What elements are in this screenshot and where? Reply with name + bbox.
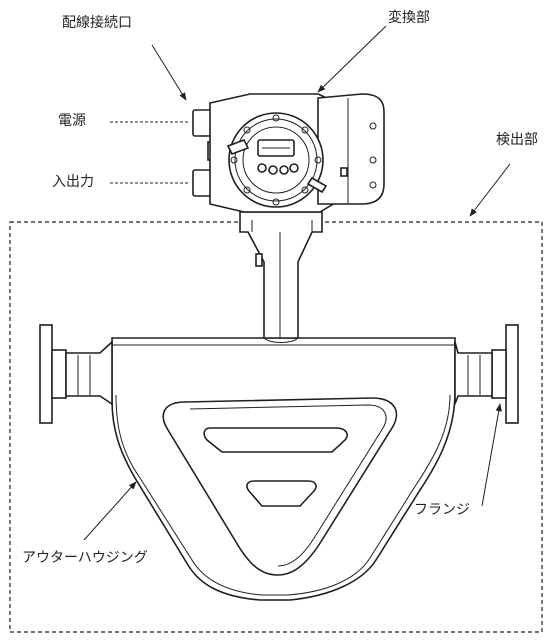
label-flange: フランジ [414, 502, 470, 518]
flange-arrow [481, 403, 502, 507]
detector-arrow [469, 163, 511, 217]
stem [239, 211, 323, 343]
label-detector: 検出部 [496, 132, 538, 148]
converter-unit [192, 93, 385, 213]
wiring-port-arrow [151, 44, 187, 101]
label-wiring-port: 配線接続口 [62, 15, 132, 31]
outer-housing [111, 337, 456, 601]
outer-housing-arrow [83, 481, 137, 541]
label-converter: 変換部 [388, 10, 430, 26]
converter-arrow [317, 25, 387, 93]
left-flange [39, 324, 113, 424]
label-io: 入出力 [52, 174, 94, 190]
label-outer-housing: アウターハウジング [22, 550, 148, 566]
right-flange [454, 324, 519, 424]
label-power: 電源 [58, 113, 86, 129]
